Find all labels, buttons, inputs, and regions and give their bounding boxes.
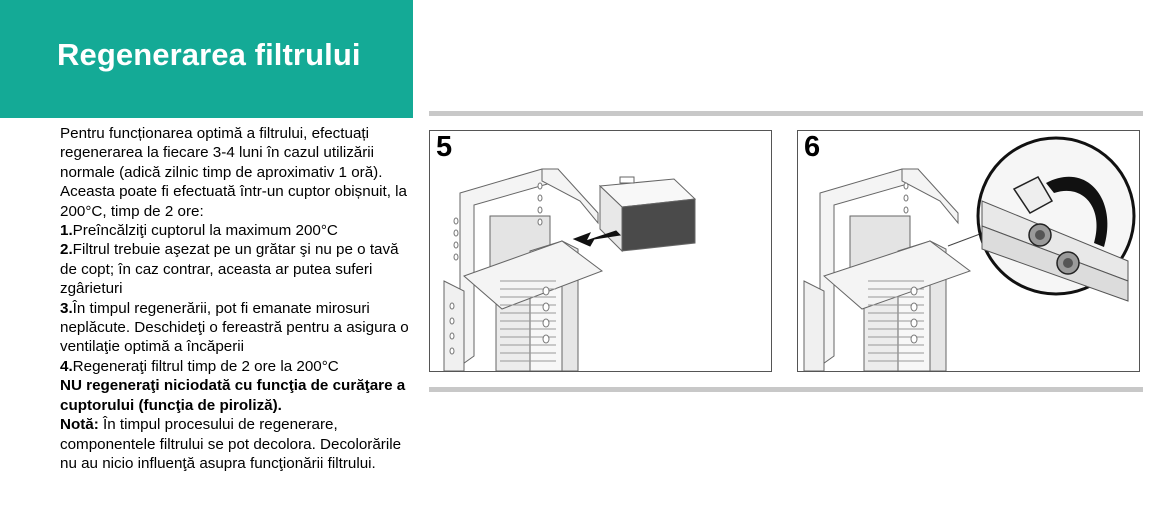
- warning-text: NU regeneraţi niciodată cu funcţia de cu…: [60, 376, 410, 415]
- step-3-text: În timpul regenerării, pot fi emanate mi…: [60, 299, 409, 356]
- step-4-text: Regeneraţi filtrul timp de 2 ore la 200°…: [72, 357, 339, 375]
- figure-6-illustration: [803, 136, 1136, 371]
- step-2-text: Filtrul trebuie aşezat pe un grătar şi n…: [60, 241, 399, 298]
- note-text: În timpul procesului de regenerare, comp…: [60, 416, 402, 472]
- step-3-number: 3.: [60, 299, 73, 317]
- figure-5: 5: [429, 130, 772, 372]
- step-4: 4.Regeneraţi filtrul timp de 2 ore la 20…: [60, 357, 410, 376]
- top-divider: [429, 111, 1143, 116]
- note-label: Notă:: [60, 416, 99, 434]
- bottom-divider: [429, 387, 1143, 392]
- step-1-number: 1.: [60, 222, 73, 240]
- warning-bold: NU regeneraţi niciodată cu funcţia de cu…: [60, 377, 406, 414]
- intro-paragraph: Pentru funcționarea optimă a filtrului, …: [60, 125, 407, 220]
- step-1-text: Preîncălziţi cuptorul la maximum 200°C: [72, 222, 338, 240]
- figure-5-illustration: [443, 168, 697, 371]
- figure-6: 6: [797, 130, 1140, 372]
- step-1: 1.Preîncălziţi cuptorul la maximum 200°C: [60, 221, 410, 240]
- step-2: 2.Filtrul trebuie aşezat pe un grătar şi…: [60, 240, 410, 298]
- step-3: 3.În timpul regenerării, pot fi emanate …: [60, 299, 410, 357]
- figure-6-number: 6: [804, 131, 821, 163]
- step-4-number: 4.: [60, 357, 73, 375]
- instructions-text: Pentru funcționarea optimă a filtrului, …: [60, 124, 410, 473]
- figure-5-number: 5: [436, 131, 453, 163]
- page-title: Regenerarea filtrului: [57, 37, 361, 72]
- note-paragraph: Notă: În timpul procesului de regenerare…: [60, 415, 410, 473]
- step-2-number: 2.: [60, 241, 73, 259]
- title-banner: Regenerarea filtrului: [0, 0, 413, 118]
